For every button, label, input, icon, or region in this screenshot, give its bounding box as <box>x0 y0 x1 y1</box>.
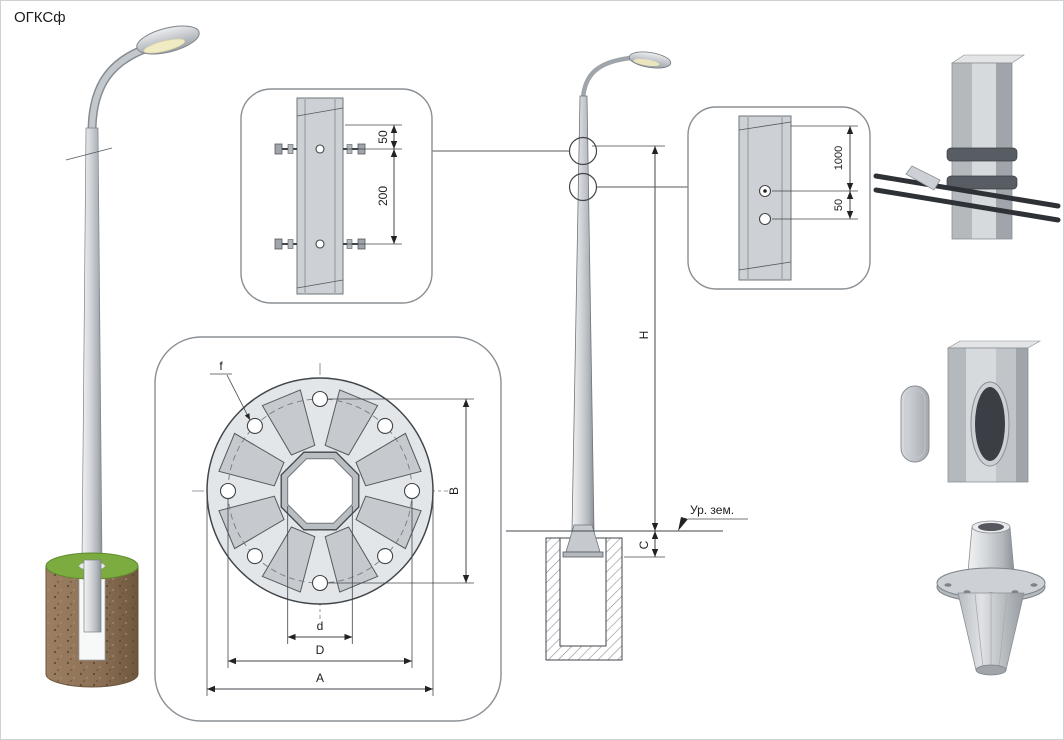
pole-facet <box>948 348 966 482</box>
detail-circle-lower <box>568 172 598 202</box>
base-cone <box>565 524 601 553</box>
base-flange-plate <box>562 551 604 558</box>
center-octagon-hole <box>287 458 353 524</box>
break-mark <box>296 107 344 117</box>
detail-circle-upper <box>568 136 598 166</box>
door-opening <box>975 387 1005 461</box>
f-leader <box>226 374 251 421</box>
pole-arm <box>89 44 151 133</box>
break-mark <box>738 121 792 131</box>
dim-50-right-label: 50 <box>833 199 845 211</box>
bracket-rod-lower <box>873 187 1061 223</box>
pole-section <box>296 97 344 295</box>
skirt-facet-line <box>974 593 984 669</box>
bracket-rod-upper <box>873 173 1061 209</box>
bolt-center-dot <box>763 189 767 193</box>
pole-outline <box>947 347 1029 483</box>
band-clamp-upper <box>946 147 1018 162</box>
elevation-luminaire <box>628 51 672 69</box>
dim-50-label: 50 <box>376 130 390 144</box>
callout-flange-plan: f B d D A <box>154 336 502 722</box>
dim-200-label: 200 <box>376 186 390 206</box>
break-mark <box>738 261 792 271</box>
luminaire <box>136 25 200 55</box>
skirt-bottom <box>975 664 1007 676</box>
callout-hole-detail: 1000 50 <box>597 106 871 290</box>
dim-A-label: A <box>316 671 324 685</box>
break-mark <box>296 279 344 289</box>
wedge-adapter <box>905 165 941 191</box>
pole-break-mark <box>65 147 113 161</box>
page-title: ОГКСф <box>14 9 66 26</box>
pole-facet <box>1016 348 1028 482</box>
callout-clamp-detail: 50 200 <box>240 88 569 304</box>
dim-C-label: C <box>637 540 651 549</box>
bolt-hole-lower <box>758 212 772 226</box>
elevation-arm <box>580 55 631 99</box>
pole-shaft <box>81 127 103 563</box>
pole-top-face <box>951 54 1025 64</box>
ground-level-label: Ур. зем. <box>690 503 734 517</box>
elevation-shaft <box>571 95 595 532</box>
ground-level-arrow <box>678 517 688 531</box>
flange-3d-render <box>936 520 1046 676</box>
clamp-3d-render <box>873 54 1061 240</box>
dim-f-label: f <box>219 359 223 373</box>
skirt-facet-line <box>998 593 1008 669</box>
door-cover <box>900 385 930 463</box>
dim-1000-label: 1000 <box>833 146 845 170</box>
door-cover-edge <box>904 389 926 459</box>
door-3d-render <box>900 340 1042 483</box>
tube-hollow <box>978 523 1004 531</box>
flange-bolt-holes <box>219 390 421 592</box>
dim-B-label: B <box>447 487 461 495</box>
pole-embedded <box>83 559 102 633</box>
pole-3d-render <box>45 25 200 688</box>
pole-top-face <box>946 340 1042 349</box>
dim-d-label: d <box>317 619 324 633</box>
dim-D-label: D <box>316 643 325 657</box>
pole-elevation: Ур. зем. H C <box>506 51 748 661</box>
pole-section-right <box>738 115 792 281</box>
dim-H-label: H <box>637 331 651 340</box>
band-clamp-lower <box>946 175 1018 190</box>
flange-gussets <box>218 389 422 593</box>
flange-tube <box>967 526 1015 573</box>
